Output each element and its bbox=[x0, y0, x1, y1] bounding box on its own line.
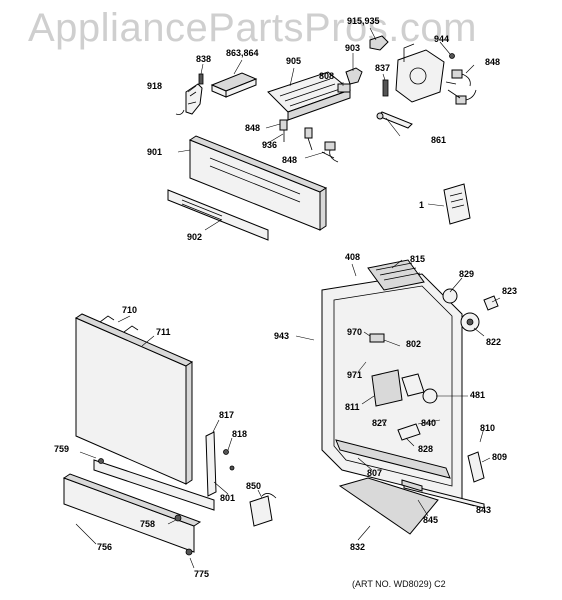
art-number: (ART NO. WD8029) C2 bbox=[352, 579, 446, 589]
part-901-control-panel bbox=[188, 135, 328, 231]
leader-lines bbox=[75, 27, 501, 569]
callout-808: 808 bbox=[319, 71, 334, 81]
callout-822: 822 bbox=[486, 337, 501, 347]
callout-902: 902 bbox=[187, 232, 202, 242]
callout-850: 850 bbox=[246, 481, 261, 491]
part-848-connectors bbox=[279, 119, 339, 163]
callout-915-935: 915,935 bbox=[347, 16, 380, 26]
callout-848-b: 848 bbox=[245, 123, 260, 133]
part-837 bbox=[382, 79, 389, 97]
callout-971: 971 bbox=[347, 370, 362, 380]
part-843 bbox=[403, 483, 485, 509]
callout-970: 970 bbox=[347, 327, 362, 337]
part-822-gear bbox=[460, 312, 480, 332]
part-711-outer-panel bbox=[74, 313, 194, 485]
part-863-864-switch bbox=[210, 72, 258, 98]
callout-802: 802 bbox=[406, 339, 421, 349]
callout-801: 801 bbox=[220, 493, 235, 503]
watermark: AppliancePartsPros.com bbox=[28, 6, 477, 50]
part-808 bbox=[337, 83, 351, 93]
part-902-overlay bbox=[167, 189, 269, 241]
part-848-harness-right bbox=[445, 69, 477, 105]
callout-807: 807 bbox=[367, 468, 382, 478]
callout-810: 810 bbox=[480, 423, 495, 433]
callout-861: 861 bbox=[431, 135, 446, 145]
part-838-screw bbox=[198, 73, 204, 85]
part-832-panel bbox=[338, 477, 439, 535]
part-759-bracket bbox=[93, 458, 215, 511]
callout-labels: 915,935 903 944 838 863,864 905 808 837 … bbox=[54, 16, 517, 579]
part-850 bbox=[249, 493, 277, 527]
callout-1: 1 bbox=[419, 200, 424, 210]
callout-944: 944 bbox=[434, 34, 449, 44]
callout-832: 832 bbox=[350, 542, 365, 552]
callout-481: 481 bbox=[470, 390, 485, 400]
part-817-hinge bbox=[205, 431, 235, 497]
callout-837: 837 bbox=[375, 63, 390, 73]
callout-829: 829 bbox=[459, 269, 474, 279]
part-829-knob bbox=[442, 288, 458, 304]
callout-901: 901 bbox=[147, 147, 162, 157]
callout-811: 811 bbox=[345, 402, 360, 412]
part-481 bbox=[422, 388, 438, 404]
callout-775: 775 bbox=[194, 569, 209, 579]
part-809 bbox=[467, 451, 485, 483]
part-918-bracket bbox=[175, 83, 203, 115]
callout-809: 809 bbox=[492, 452, 507, 462]
callout-848-c: 848 bbox=[282, 155, 297, 165]
callout-818: 818 bbox=[232, 429, 247, 439]
callout-817: 817 bbox=[219, 410, 234, 420]
callout-918: 918 bbox=[147, 81, 162, 91]
part-811-dispenser bbox=[371, 369, 425, 407]
callout-936: 936 bbox=[262, 140, 277, 150]
part-970 bbox=[369, 333, 385, 343]
callout-840: 840 bbox=[421, 418, 436, 428]
callout-848-a: 848 bbox=[485, 57, 500, 67]
part-1-literature bbox=[443, 183, 471, 225]
callout-711: 711 bbox=[156, 327, 171, 337]
callout-845: 845 bbox=[423, 515, 438, 525]
callout-710: 710 bbox=[122, 305, 137, 315]
part-710-clips bbox=[99, 315, 139, 333]
callout-943: 943 bbox=[274, 331, 289, 341]
callout-843: 843 bbox=[476, 505, 491, 515]
callout-759: 759 bbox=[54, 444, 69, 454]
callout-827: 827 bbox=[372, 418, 387, 428]
part-timer-unit bbox=[395, 43, 445, 103]
part-944 bbox=[449, 53, 455, 59]
part-903 bbox=[345, 67, 363, 85]
callout-758: 758 bbox=[140, 519, 155, 529]
part-861-rod bbox=[376, 111, 413, 129]
part-905-board bbox=[267, 71, 352, 121]
callout-838: 838 bbox=[196, 54, 211, 64]
part-845 bbox=[401, 479, 423, 492]
callout-905: 905 bbox=[286, 56, 301, 66]
part-823-latch bbox=[483, 295, 499, 311]
callout-863-864: 863,864 bbox=[226, 48, 259, 58]
callout-903: 903 bbox=[345, 43, 360, 53]
callout-823: 823 bbox=[502, 286, 517, 296]
part-828 bbox=[397, 423, 421, 441]
callout-815: 815 bbox=[410, 254, 425, 264]
callout-828: 828 bbox=[418, 444, 433, 454]
callout-756: 756 bbox=[97, 542, 112, 552]
part-915-935 bbox=[369, 35, 389, 51]
callout-408: 408 bbox=[345, 252, 360, 262]
part-756-toe-panel bbox=[62, 473, 202, 556]
